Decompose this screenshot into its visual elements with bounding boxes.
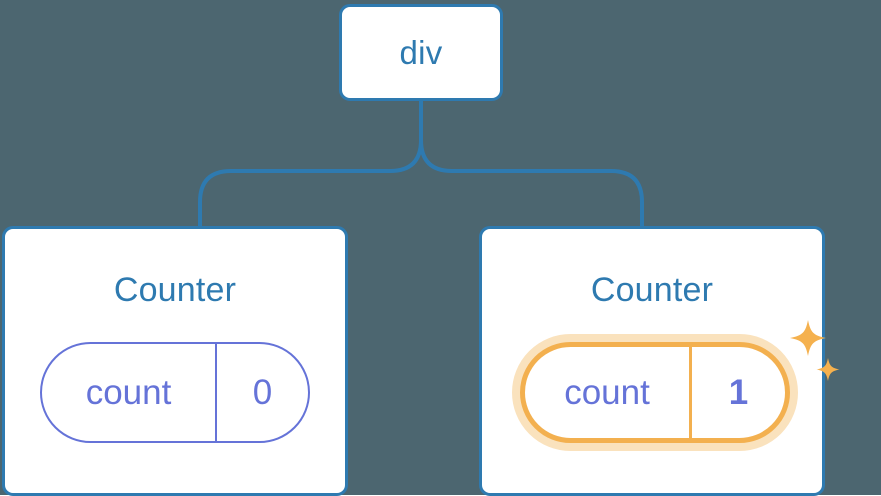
- state-pill-right-body: count 1: [520, 342, 790, 443]
- state-pill-right[interactable]: count 1: [512, 320, 840, 451]
- node-counter-right-label: Counter: [590, 271, 714, 309]
- sparkle-large-icon: [790, 320, 826, 356]
- state-pill-right-glow: [512, 334, 798, 451]
- connector-right: [419, 101, 644, 226]
- state-pill-left[interactable]: count 0: [40, 342, 310, 443]
- node-counter-left-label: Counter: [113, 271, 237, 309]
- state-pill-left-body: count 0: [40, 342, 310, 443]
- state-pill-left-value: 0: [252, 373, 273, 412]
- state-pill-left-key: count: [42, 344, 217, 441]
- node-div[interactable]: div: [339, 4, 503, 101]
- node-div-label: div: [399, 34, 443, 71]
- node-counter-left[interactable]: Counter count 0: [2, 226, 348, 496]
- node-counter-right[interactable]: Counter count 1: [479, 226, 840, 496]
- state-pill-right-key: count: [525, 347, 692, 438]
- state-pill-right-value: 1: [728, 373, 749, 412]
- connector-left: [198, 101, 423, 226]
